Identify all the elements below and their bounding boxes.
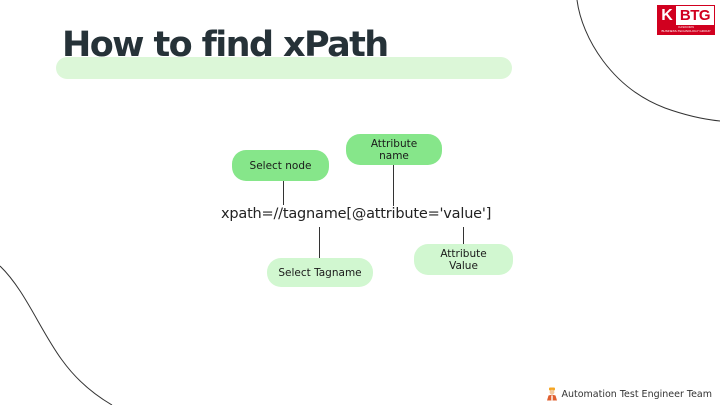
connector-select-node — [283, 181, 284, 205]
footer: Automation Test Engineer Team — [546, 386, 712, 402]
bottom-left-curve — [0, 265, 113, 405]
label-attribute-value: Attribute Value — [414, 244, 513, 275]
logo-line-2: BUSINESS-TECHNOLOGY GROUP — [661, 28, 711, 33]
logo-line-1: KASIKORN — [678, 25, 694, 30]
label-select-node: Select node — [232, 150, 329, 181]
label-attribute-name: Attribute name — [346, 134, 442, 165]
connector-select-tagname — [319, 227, 320, 259]
logo-letter-k: K — [658, 6, 676, 25]
connector-attribute-value — [463, 227, 464, 245]
engineer-icon — [547, 387, 558, 401]
label-select-tagname: Select Tagname — [267, 258, 373, 287]
connector-attribute-name — [393, 165, 394, 206]
kbtg-logo: K BTG KASIKORN BUSINESS-TECHNOLOGY GROUP — [657, 5, 715, 35]
page-title: How to find xPath — [62, 25, 389, 65]
title-highlight — [56, 57, 512, 79]
xpath-expression: xpath=//tagname[@attribute='value'] — [221, 206, 492, 222]
footer-text: Automation Test Engineer Team — [561, 388, 712, 400]
top-right-curve — [576, 0, 720, 122]
logo-letters: BTG — [679, 7, 711, 24]
